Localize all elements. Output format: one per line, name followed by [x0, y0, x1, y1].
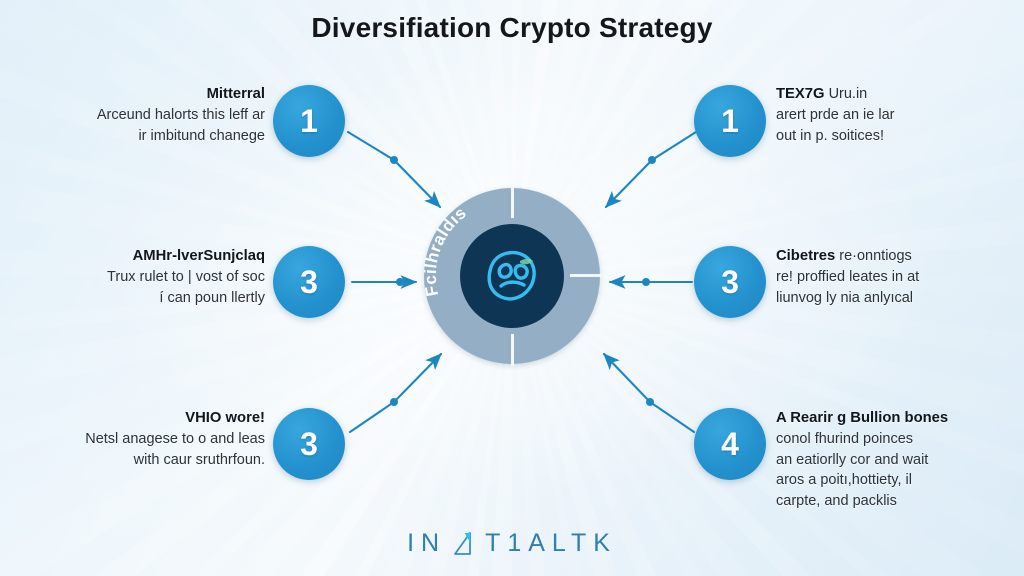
step-number: 3: [300, 264, 318, 300]
page-title: Diversifiation Crypto Strategy: [311, 12, 713, 43]
step-heading-row: TEX7G Uru.in: [776, 84, 1016, 105]
step-circle-left-1[interactable]: 1: [273, 85, 345, 157]
step-heading: VHIO wore!: [185, 410, 265, 426]
step-number: 3: [300, 426, 318, 462]
step-heading: TEX7G: [776, 86, 825, 102]
step-line: Trux rulet to | vost of soc: [107, 269, 265, 285]
step-text-left-1: Mitterral Arceund halorts this leff ar i…: [15, 84, 265, 146]
step-heading-suffix: Uru.in: [828, 86, 868, 102]
center-hub: Fcilhraldıs: [424, 186, 602, 366]
step-text-left-3: VHIO wore! Netsl anagese to o and leas w…: [15, 408, 265, 470]
step-number: 3: [721, 264, 739, 300]
step-heading: Mitterral: [206, 86, 265, 102]
step-line: conol fhurind poinces: [776, 431, 914, 447]
step-circle-right-2[interactable]: 3: [694, 246, 766, 318]
step-circle-left-3[interactable]: 3: [273, 408, 345, 480]
step-circle-left-2[interactable]: 3: [273, 246, 345, 318]
step-line: Arceund halorts this leff ar: [96, 107, 265, 123]
triangle-mark-icon: [454, 531, 471, 555]
hub-core: [460, 224, 564, 328]
step-text-right-2: Cibetres re·onntiogs re! proffied leates…: [776, 246, 1016, 308]
step-line: í can poun llertly: [159, 289, 265, 306]
step-heading: AMHr-lverSunjclaq: [132, 248, 265, 264]
step-heading: Cibetres: [776, 248, 836, 264]
step-heading-suffix: re·onntiogs: [839, 248, 912, 264]
step-line: an eatiorlly cor and wait: [776, 451, 929, 468]
step-text-right-1: TEX7G Uru.in arert prde an ie lar out in…: [776, 84, 1016, 146]
step-line: aros a poitı,hottiety, il: [776, 472, 912, 489]
step-line: arert prde an ie lar: [776, 107, 895, 123]
step-line: carpte, and packlis: [776, 492, 897, 509]
step-line: with caur sruthrfoun.: [133, 451, 265, 468]
step-line: out in p. soitices!: [776, 127, 884, 144]
step-circle-right-1[interactable]: 1: [694, 85, 766, 157]
step-line: ir imbitund chanege: [138, 127, 265, 144]
hub-ring-divider-right: [570, 274, 602, 277]
step-heading-row: Cibetres re·onntiogs: [776, 246, 1016, 267]
step-circle-right-3[interactable]: 4: [694, 408, 766, 480]
hub-ring-divider-top: [511, 186, 514, 218]
hub-ring-divider-bottom: [511, 334, 514, 366]
step-text-right-3: A Rearir g Bullion bones conol fhurind p…: [776, 408, 1022, 511]
step-line: liunvog ly nia anlyıcal: [776, 289, 914, 306]
step-number: 1: [300, 103, 318, 139]
crypto-blob-icon: [487, 250, 536, 301]
step-line: re! proffied leates in at: [776, 269, 920, 285]
step-heading: A Rearir g Bullion bones: [776, 410, 949, 426]
logo-text-right: T1ALTK: [485, 529, 617, 557]
logo-text-left: IN: [407, 529, 447, 557]
step-line: Netsl anagese to o and leas: [85, 431, 265, 447]
step-text-left-2: AMHr-lverSunjclaq Trux rulet to | vost o…: [15, 246, 265, 308]
step-number: 1: [721, 103, 739, 139]
step-number: 4: [721, 426, 739, 462]
footer-logo: IN T1ALTK: [0, 529, 1024, 558]
